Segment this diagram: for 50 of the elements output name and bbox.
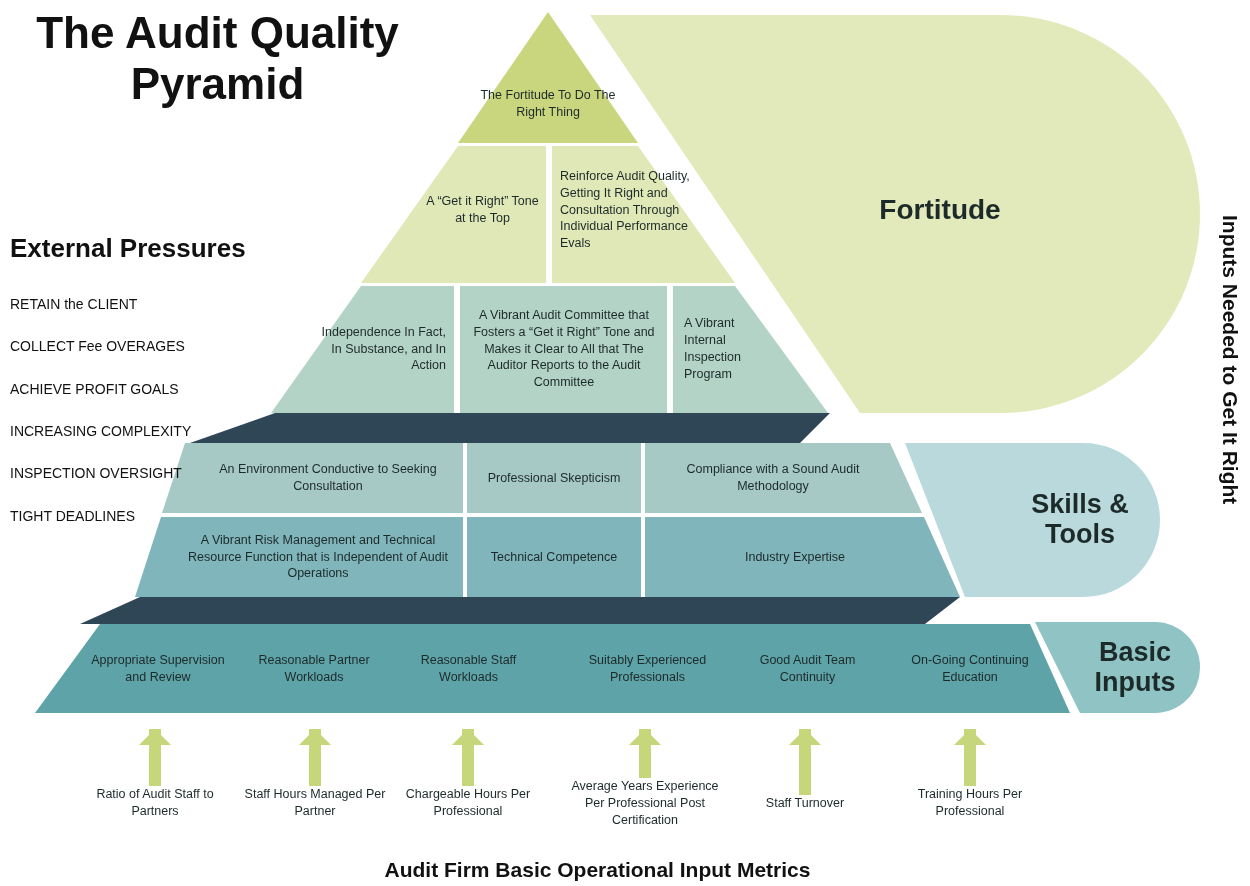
- segment-text: Good Audit Team Continuity: [758, 652, 857, 686]
- side-heading: Inputs Needed to Get It Right: [1218, 215, 1242, 505]
- metric-label: Ratio of Audit Staff to Partners: [80, 786, 230, 820]
- pyramid-segment: [552, 146, 735, 283]
- pressure-label: INSPECTION OVERSIGHT: [10, 465, 182, 482]
- metric-label: Average Years Experience Per Professional Post Certification: [570, 777, 720, 829]
- pressure-label: TIGHT DEADLINES: [10, 507, 135, 524]
- segment-text: Reasonable Partner Workloads: [257, 652, 371, 686]
- pyramid-segment: [460, 286, 667, 413]
- segment-text: A Vibrant Risk Management and Technical Resource Function that is Independent of Audit Operations: [187, 531, 449, 583]
- pressure-label: INCREASING COMPLEXITY: [10, 422, 192, 439]
- arrow: [789, 729, 821, 795]
- pyramid-segment: [467, 517, 641, 597]
- segment-text: A Vibrant Audit Committee that Fosters a “Get it Right” Tone and Makes it Clear to All that The Auditor Reports to the Audit Committee: [472, 306, 656, 392]
- section-heading: External Pressures: [10, 233, 246, 264]
- segment-text: Industry Expertise: [743, 548, 846, 566]
- arrow: [139, 729, 171, 786]
- segment-text: Suitably Experienced Professionals: [587, 652, 708, 686]
- segment-text: Reinforce Audit Quality, Getting It Right and Consultation Through Individual Performance Evals: [560, 167, 691, 253]
- segment-text: Appropriate Supervision and Review: [90, 652, 226, 686]
- metrics-caption: Audit Firm Basic Operational Input Metrics: [383, 858, 812, 882]
- segment-text: A Vibrant Internal Inspection Program: [684, 315, 742, 383]
- segment-text: An Environment Conductive to Seeking Consultation: [218, 461, 438, 495]
- segment-text: Technical Competence: [489, 548, 619, 566]
- arrow: [629, 729, 661, 778]
- pyramid-segment: [135, 517, 463, 597]
- metric-label: Chargeable Hours Per Professional: [393, 786, 543, 820]
- metric-label: Staff Turnover: [730, 794, 880, 812]
- segment-text: Independence In Fact, In Substance, and In Action: [320, 323, 446, 375]
- tier-title: Fortitude: [878, 192, 1002, 227]
- arrow: [954, 729, 986, 786]
- pressure-label: ACHIEVE PROFIT GOALS: [10, 380, 179, 397]
- segment-text: A “Get it Right” Tone at the Top: [425, 193, 540, 227]
- tier-title: Basic Inputs: [1093, 635, 1177, 699]
- metric-label: Training Hours Per Professional: [895, 786, 1045, 820]
- arrow: [452, 729, 484, 786]
- segment-text: Professional Skepticism: [486, 469, 622, 487]
- segment-text: Compliance with a Sound Audit Methodology: [685, 461, 861, 495]
- pyramid-segment: [271, 286, 454, 413]
- pyramid-segment: [467, 443, 641, 513]
- segment-text: Reasonable Staff Workloads: [419, 652, 518, 686]
- pressure-label: COLLECT Fee OVERAGES: [10, 338, 185, 355]
- segment-text: On-Going Continuing Education: [910, 652, 1030, 686]
- metric-label: Staff Hours Managed Per Partner: [240, 786, 390, 820]
- tier-title: Skills & Tools: [1030, 488, 1130, 551]
- title: The Audit Quality Pyramid: [35, 8, 400, 110]
- pressure-label: RETAIN the CLIENT: [10, 296, 138, 312]
- pyramid-segment: [645, 443, 922, 513]
- arrow: [299, 729, 331, 786]
- pyramid-segment: [645, 517, 960, 597]
